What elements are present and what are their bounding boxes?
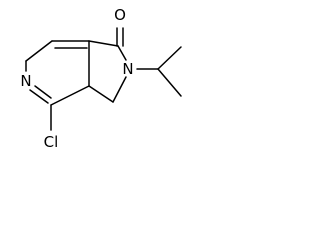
bond-c3a-c1 (88, 40, 119, 47)
bond-c4-c5 (25, 40, 53, 62)
bond-n-c7 (29, 89, 49, 104)
bond-c3-c7a (88, 85, 114, 103)
bond-ch-ch3-lower (157, 68, 182, 97)
atom-label-pyridine-nitrogen: N (20, 72, 31, 90)
bond-n2-c3 (112, 76, 127, 103)
bond-c1-n2 (117, 45, 127, 61)
atom-label-chlorine: Cl (44, 133, 59, 151)
bond-ch-ch3-upper (157, 46, 182, 70)
chemical-structure: O N N Cl (20, 6, 182, 151)
atom-label-ring-nitrogen: N (122, 60, 133, 78)
bond-c7-c7a (50, 85, 90, 106)
atom-label-oxygen: O (114, 6, 126, 24)
bond-n-c7-inner (34, 85, 52, 99)
